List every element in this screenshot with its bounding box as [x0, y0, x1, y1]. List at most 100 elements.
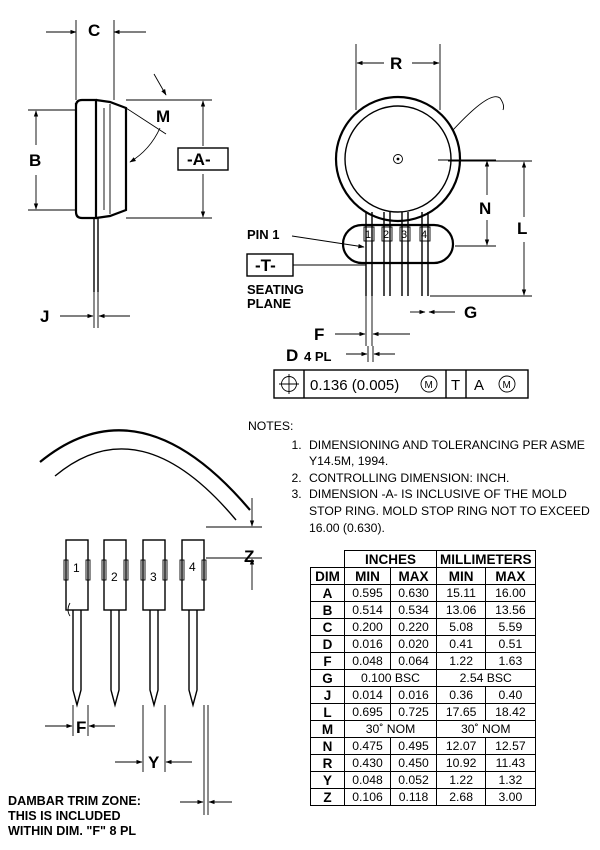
table-cell: R: [310, 754, 345, 772]
table-cell: 0.220: [390, 618, 437, 636]
fcf-datum-a-modifier: M: [503, 380, 511, 391]
table-cell: L: [310, 703, 345, 721]
table-cell: 0.695: [344, 703, 391, 721]
dim-label-r: R: [390, 54, 402, 73]
dimension-table: INCHES MILLIMETERS DIM MIN MAX MIN MAX A…: [310, 550, 536, 806]
table-cell: 0.100 BSC: [344, 669, 437, 687]
dim-label-f: F: [314, 325, 324, 344]
side-body-left: [74, 98, 98, 220]
notes: NOTES: DIMENSIONING AND TOLERANCING PER …: [248, 418, 600, 536]
dim-label-n: N: [479, 199, 491, 218]
table-cell: 1.63: [485, 652, 536, 670]
pin-3-label: 3: [401, 229, 407, 241]
table-cell: 1.22: [435, 652, 487, 670]
table-cell: 0.106: [344, 788, 391, 806]
fcf-modifier: M: [425, 380, 433, 391]
pin-2-label: 2: [383, 229, 389, 241]
dim-label-j: J: [40, 307, 49, 326]
table-cell: J: [310, 686, 345, 704]
top-view: 1 2 3 4 R N L PIN 1 -T- SEATING PLANE: [246, 44, 532, 365]
pin-1-label: 1: [365, 229, 371, 241]
table-cell: 18.42: [485, 703, 536, 721]
pin1-callout-label: PIN 1: [247, 227, 280, 242]
table-cell: 0.475: [344, 737, 391, 755]
table-cell: 2.54 BSC: [436, 669, 536, 687]
side-body-right: [95, 98, 128, 220]
dim-label-l: L: [517, 219, 527, 238]
table-cell: 0.51: [485, 635, 536, 653]
dim-label-b: B: [29, 151, 41, 170]
datum-a-label: -A-: [187, 150, 211, 169]
table-cell: 16.00: [485, 584, 536, 602]
notes-heading: NOTES:: [248, 419, 294, 433]
table-cell: 30˚ NOM: [436, 720, 536, 738]
notes-list: DIMENSIONING AND TOLERANCING PER ASME Y1…: [248, 437, 600, 537]
table-cell: 10.92: [435, 754, 487, 772]
col-in-max: MAX: [390, 567, 437, 585]
table-cell: F: [310, 652, 345, 670]
table-cell: B: [310, 601, 345, 619]
table-cell: 17.65: [435, 703, 487, 721]
inner-ring: [344, 105, 452, 213]
table-cell: 0.064: [390, 652, 437, 670]
dim-label-g: G: [464, 303, 477, 322]
table-cell: 1.22: [435, 771, 487, 789]
dambar-line-1: DAMBAR TRIM ZONE:: [8, 794, 141, 808]
table-cell: 0.630: [390, 584, 437, 602]
table-cell: 12.57: [485, 737, 536, 755]
table-cell: 0.36: [435, 686, 487, 704]
dim-label-z: Z: [244, 547, 254, 566]
table-cell: C: [310, 618, 345, 636]
table-cell: 11.43: [485, 754, 536, 772]
table-cell: M: [310, 720, 345, 738]
table-cell: 13.06: [435, 601, 487, 619]
table-cell: 0.016: [344, 635, 391, 653]
table-cell: 2.68: [435, 788, 487, 806]
table-cell: 0.41: [435, 635, 487, 653]
table-cell: G: [310, 669, 345, 687]
dim-label-d: D: [286, 346, 298, 365]
dim-label-d-pl: 4 PL: [304, 349, 332, 364]
fcf-datum-a: A: [474, 377, 484, 394]
top-pins: 1 2 3 4: [363, 212, 431, 296]
table-cell: Y: [310, 771, 345, 789]
lead-frame-body: [341, 223, 455, 265]
table-cell: 0.048: [344, 771, 391, 789]
group-inches: INCHES: [344, 550, 437, 568]
detail-pin-3: 3: [150, 570, 157, 584]
table-cell: 0.450: [390, 754, 437, 772]
outer-ring: [334, 95, 462, 223]
dambar-line-2: THIS IS INCLUDED: [8, 809, 121, 823]
note-2: CONTROLLING DIMENSION: INCH.: [305, 470, 600, 487]
seating-label: SEATING: [247, 282, 304, 297]
table-cell: D: [310, 635, 345, 653]
note-3: DIMENSION -A- IS INCLUSIVE OF THE MOLD S…: [305, 486, 600, 536]
detail-pin-4: 4: [189, 560, 196, 574]
side-view: C M B -A- J: [28, 20, 229, 328]
table-cell: 0.40: [485, 686, 536, 704]
pin-4-label: 4: [421, 229, 427, 241]
dim-label-c: C: [88, 21, 100, 40]
table-cell: 0.200: [344, 618, 391, 636]
fcf-tolerance: 0.136 (0.005): [310, 377, 399, 394]
dim-label-y: Y: [148, 753, 160, 772]
table-cell: 3.00: [485, 788, 536, 806]
col-mm-min: MIN: [435, 567, 487, 585]
table-cell: 5.59: [485, 618, 536, 636]
table-cell: 0.595: [344, 584, 391, 602]
table-cell: 0.430: [344, 754, 391, 772]
group-millimeters: MILLIMETERS: [436, 550, 536, 568]
table-cell: 0.725: [390, 703, 437, 721]
fcf-datum-t: T: [451, 377, 460, 394]
dambar-note: DAMBAR TRIM ZONE: THIS IS INCLUDED WITHI…: [8, 794, 141, 838]
detail-outer-arc: [39, 429, 251, 511]
